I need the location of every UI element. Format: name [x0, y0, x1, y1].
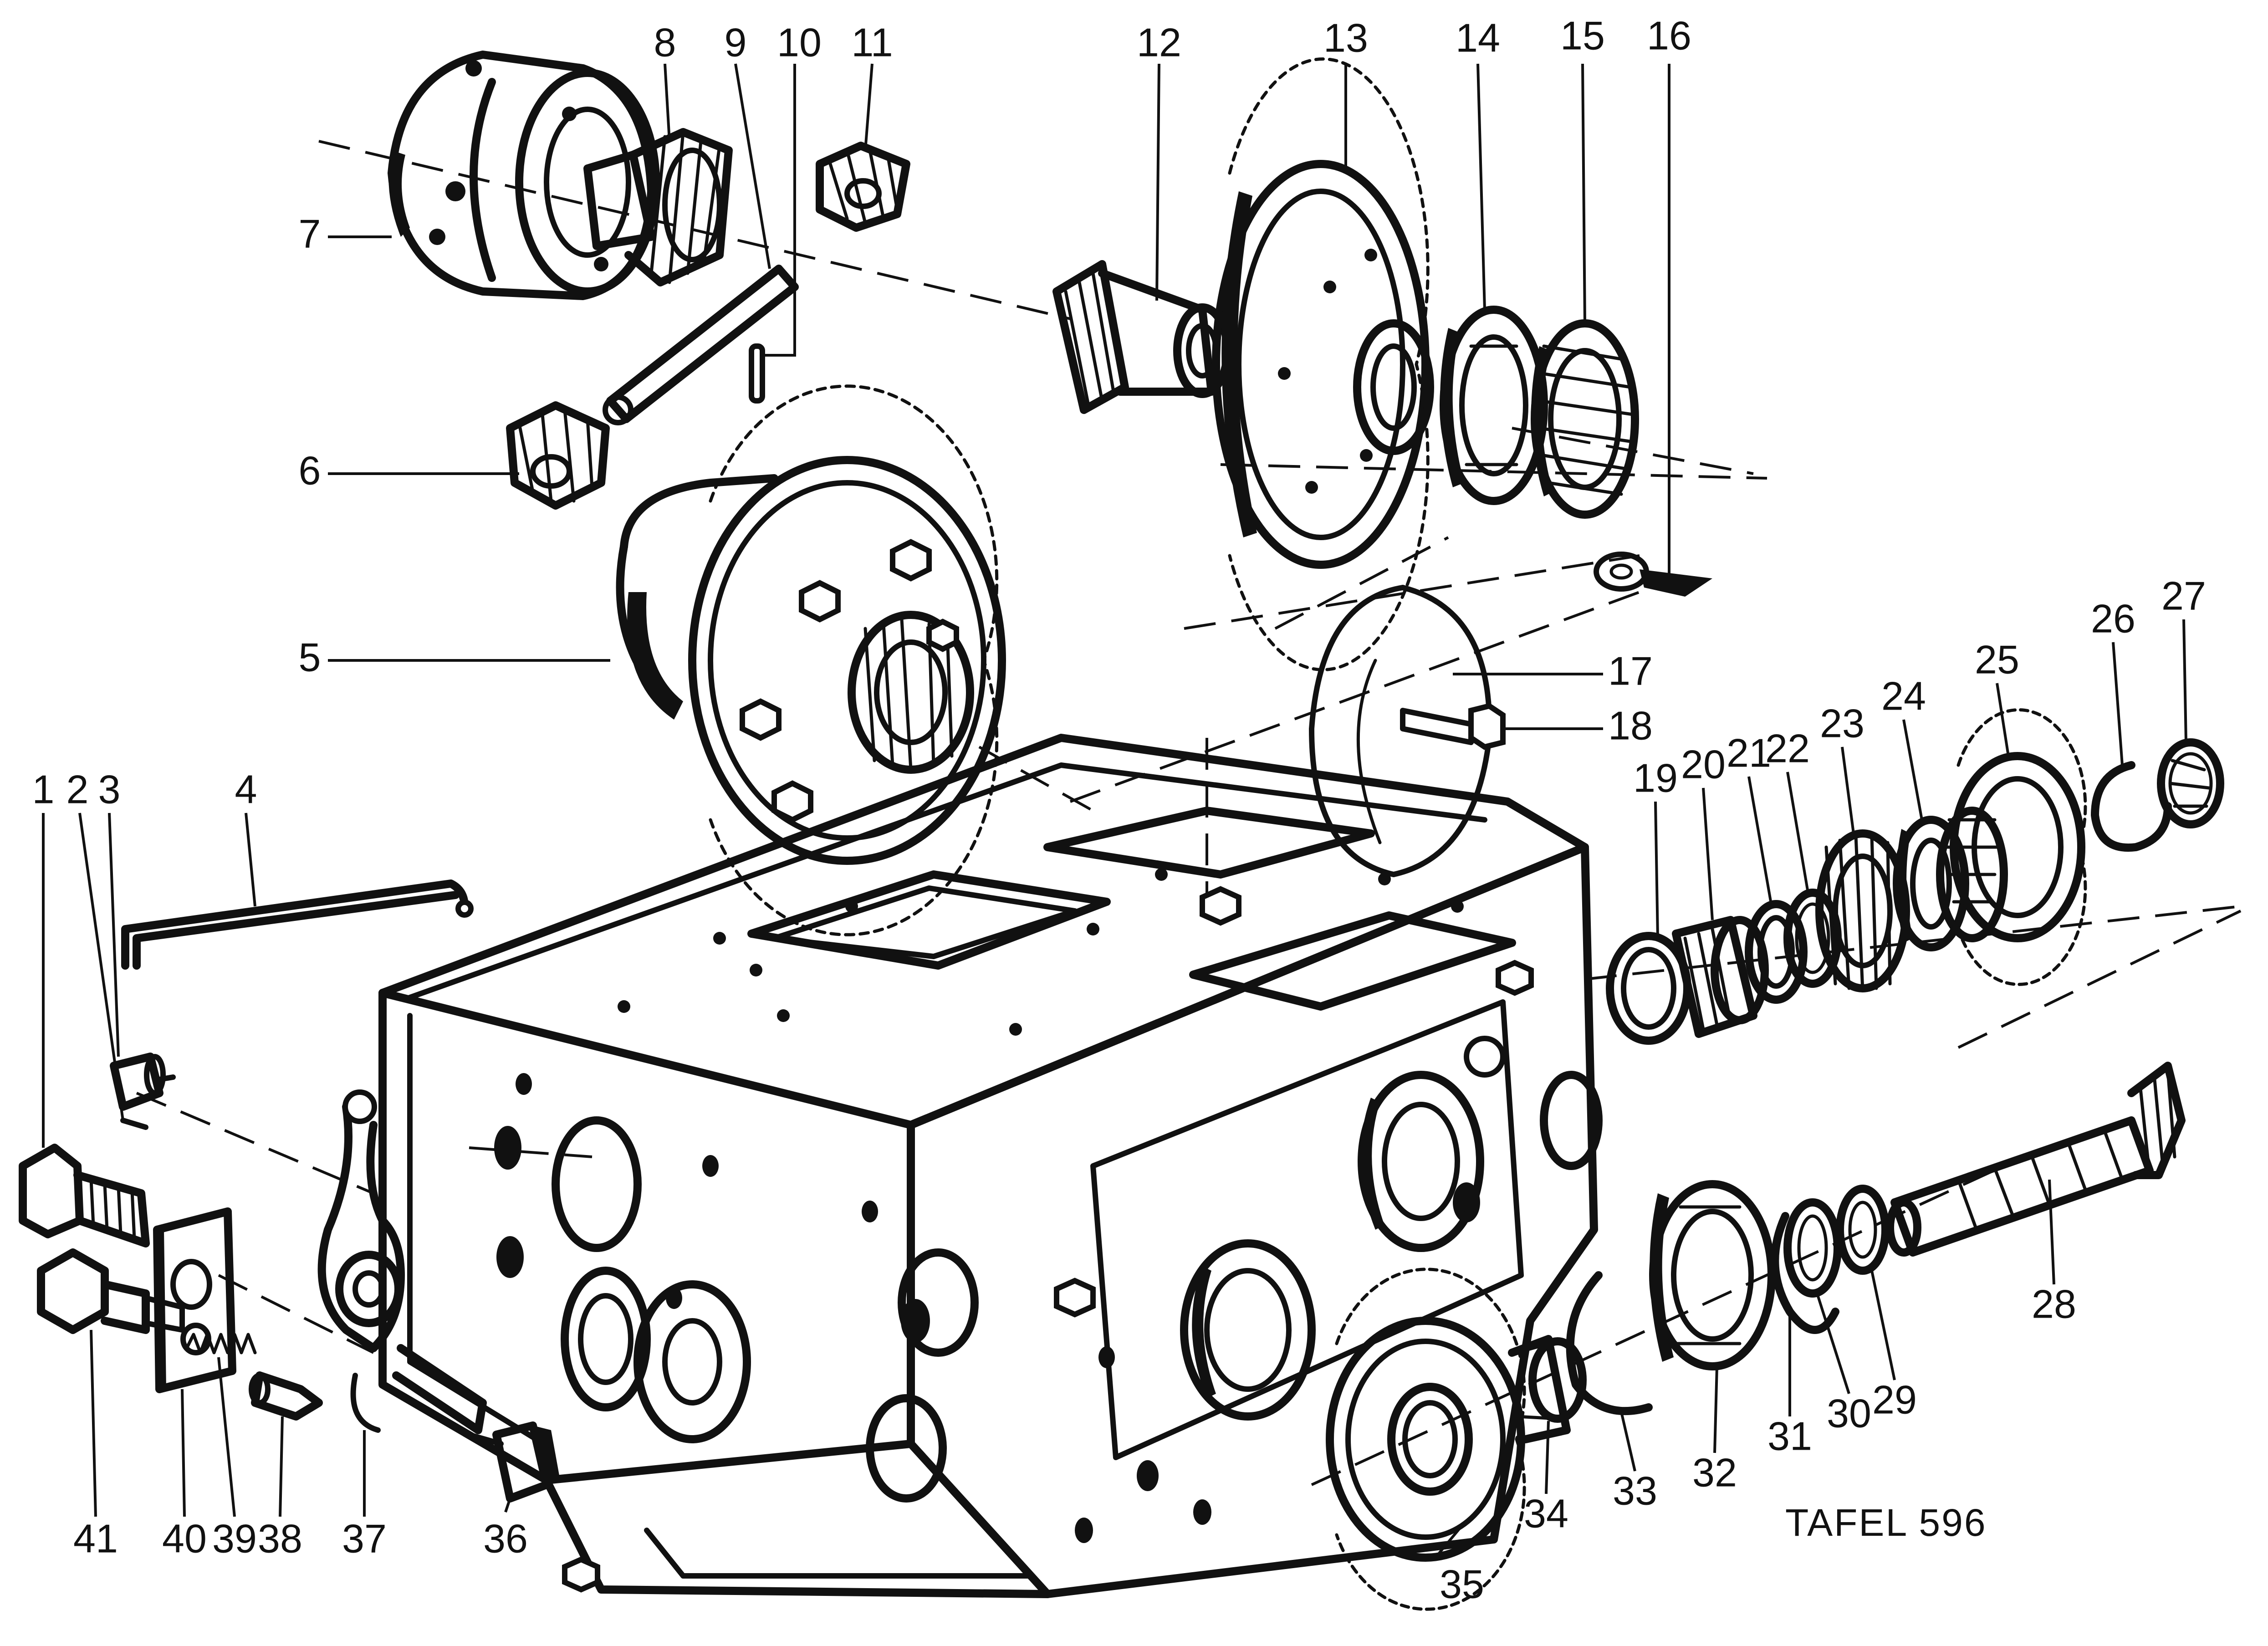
callout-8: 8 [654, 20, 676, 65]
gasket-plate [153, 1207, 236, 1393]
shim-30 [1783, 1198, 1842, 1298]
cross-pin [603, 265, 799, 425]
retaining-ring-27 [2157, 738, 2224, 828]
callout-31: 31 [1767, 1413, 1812, 1458]
o-ring-19 [1606, 932, 1691, 1045]
cap-screw [1400, 703, 1506, 750]
callout-14: 14 [1456, 15, 1500, 60]
thrust-washer-24 [1893, 816, 1969, 951]
circlip-26 [2091, 761, 2172, 852]
callout-1: 1 [32, 767, 55, 812]
callout-7: 7 [299, 211, 321, 256]
detent-plug [110, 1053, 176, 1111]
callout-36: 36 [483, 1516, 528, 1561]
gear-25 [1936, 708, 2087, 986]
callout-15: 15 [1560, 13, 1605, 58]
selector-key [466, 1421, 560, 1503]
compression-spring [185, 1333, 257, 1355]
callout-13: 13 [1323, 15, 1368, 60]
ball-bearing-upper [1440, 306, 1548, 505]
differential-housing [388, 51, 660, 300]
callout-28: 28 [2032, 1281, 2076, 1326]
side-bevel-gear [583, 128, 733, 286]
housing-bolts [740, 539, 959, 823]
callout-35: 35 [1440, 1561, 1484, 1606]
lock-washer [1594, 552, 1712, 597]
callout-2: 2 [66, 767, 89, 812]
callout-32: 32 [1692, 1450, 1737, 1495]
callout-5: 5 [299, 634, 321, 680]
roll-pin [749, 343, 765, 404]
callout-12: 12 [1137, 20, 1181, 65]
ball-bearing-32 [1649, 1180, 1776, 1370]
detent-plunger [249, 1371, 323, 1421]
callout-37: 37 [342, 1516, 387, 1561]
callout-23: 23 [1820, 700, 1864, 746]
callout-26: 26 [2091, 596, 2135, 641]
callout-27: 27 [2161, 573, 2206, 618]
callout-40: 40 [162, 1516, 207, 1561]
callout-19: 19 [1633, 755, 1678, 800]
callout-9: 9 [725, 20, 747, 65]
callout-18: 18 [1608, 703, 1653, 748]
gear-23 [1815, 829, 1910, 992]
callout-10: 10 [777, 20, 822, 65]
spacer-ring-21 [1745, 900, 1808, 1004]
leader-lines [42, 63, 2187, 1554]
circlip-33 [1566, 1271, 1653, 1416]
differential-assembly [616, 384, 1006, 936]
circlip-31 [1771, 1212, 1839, 1334]
callout-34: 34 [1524, 1491, 1568, 1536]
detent-pin [120, 1118, 148, 1130]
pinion-gear-lower [506, 401, 610, 510]
callout-3: 3 [98, 767, 121, 812]
bevel-pinion-shaft [1052, 260, 1231, 414]
callout-labels: 1 2 3 4 5 6 7 8 9 10 11 12 13 14 15 16 1… [32, 13, 2206, 1606]
callout-25: 25 [1975, 637, 2019, 682]
callout-17: 17 [1608, 648, 1653, 693]
callout-39: 39 [212, 1516, 257, 1561]
callout-11: 11 [851, 20, 893, 65]
callout-41: 41 [73, 1516, 118, 1561]
shift-rod [121, 879, 474, 970]
shift-lever [317, 1089, 487, 1434]
callout-21: 21 [1727, 730, 1771, 775]
snap-ring-29 [1836, 1185, 1890, 1275]
callout-22: 22 [1765, 726, 1810, 771]
callout-24: 24 [1881, 673, 1926, 718]
callout-20: 20 [1681, 741, 1726, 787]
callout-29: 29 [1872, 1377, 1917, 1422]
gearbox-housing [378, 734, 1603, 1598]
callout-30: 30 [1827, 1390, 1871, 1436]
callout-38: 38 [258, 1516, 302, 1561]
gear-35 [1326, 1268, 1571, 1611]
callout-16: 16 [1647, 13, 1691, 58]
crown-wheel [1212, 57, 1434, 672]
pinion-gear-upper [816, 142, 910, 232]
callout-6: 6 [299, 448, 321, 493]
callout-33: 33 [1613, 1468, 1657, 1513]
hex-bolt [19, 1144, 150, 1247]
callout-4: 4 [235, 767, 257, 812]
splined-pinion-shaft-28 [1886, 1062, 2186, 1257]
plate-label: TAFEL 596 [1785, 1501, 1987, 1544]
